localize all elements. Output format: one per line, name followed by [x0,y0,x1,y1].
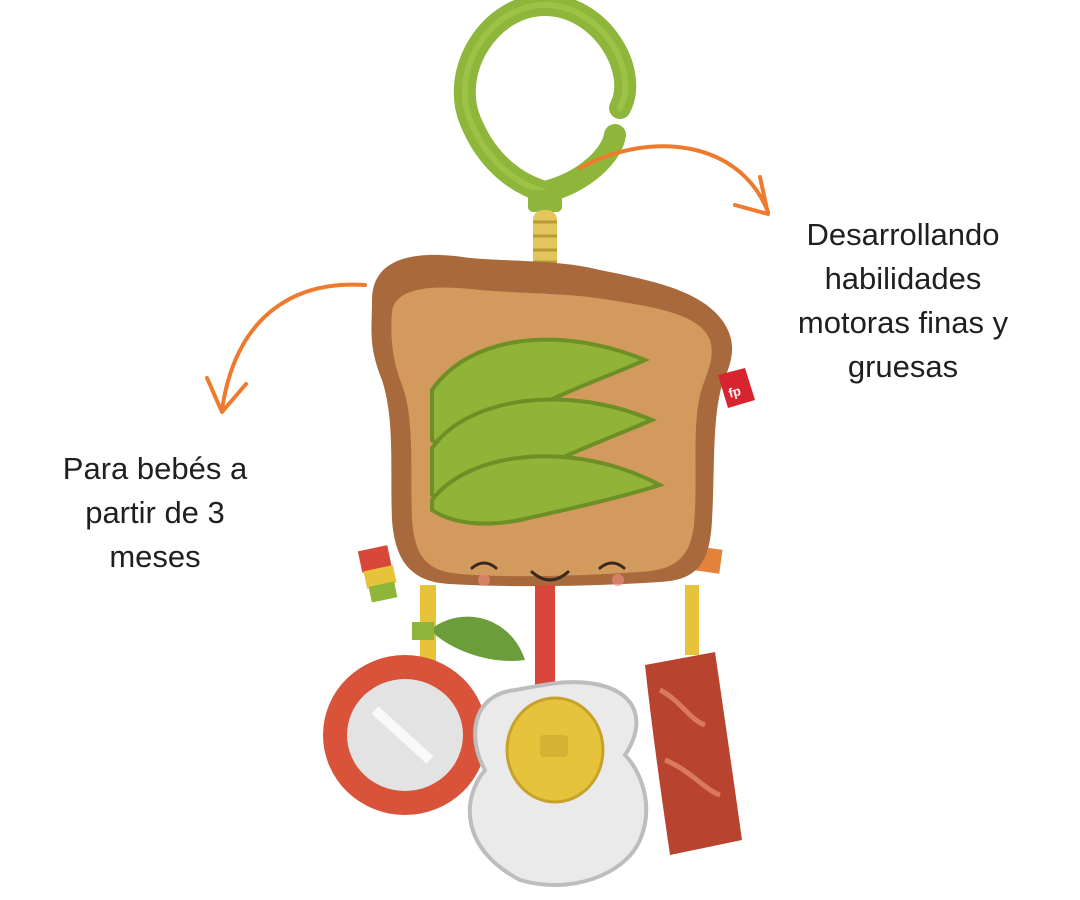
arrow-to-right-caption [578,144,770,216]
skills-caption: Desarrollando habilidades motoras finas … [762,213,1044,389]
toast-smile-face [470,561,626,586]
caption-line: motoras finas y [797,305,1009,340]
scrunchie [533,210,557,270]
side-ribbons [357,545,723,603]
clip-ring [453,0,637,212]
caption-line: Para bebés a [62,451,248,486]
logo-text: fp [727,383,743,401]
caption-line: meses [109,539,201,574]
age-caption: Para bebés a partir de 3 meses [30,447,280,579]
fisher-price-tag: fp [718,368,755,408]
avocado-slices [430,337,666,526]
egg-teether [467,680,649,888]
caption-line: gruesas [847,349,959,384]
leaf [430,616,525,661]
caption-line: partir de 3 [85,495,225,530]
caption-line: Desarrollando [806,217,1000,252]
bacon-strip [645,652,742,855]
leaf-tab [412,622,434,640]
arrow-to-left-caption [205,282,367,414]
caption-line: habilidades [824,261,982,296]
mirror-ring [323,655,487,815]
